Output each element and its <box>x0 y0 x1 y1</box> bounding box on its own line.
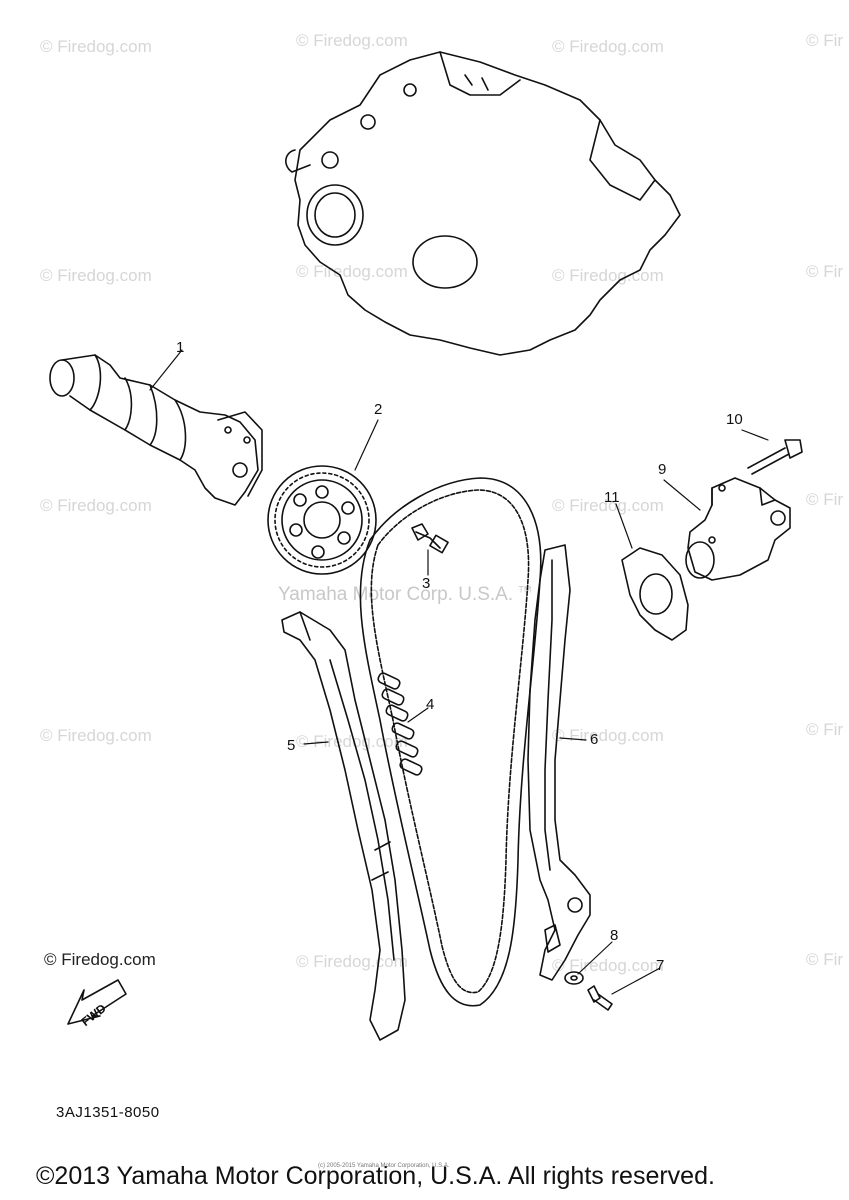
watermark: © Fir <box>806 950 844 969</box>
tensioner-gasket <box>621 547 689 641</box>
watermark: © Firedog.com <box>552 956 664 975</box>
watermark: © Firedog.com <box>296 31 408 50</box>
callout-2: 2 <box>374 401 383 418</box>
forward-arrow-icon <box>67 979 127 1025</box>
callout-5: 5 <box>287 737 296 754</box>
callout-9: 9 <box>658 461 667 478</box>
cam-sprocket <box>267 465 377 575</box>
sprocket-bolt <box>411 523 449 554</box>
chain-guide-intake <box>527 544 591 981</box>
watermark: © Fir <box>806 31 844 50</box>
watermark: © Firedog.com <box>552 726 664 745</box>
tiny-copyright: (c) 2005-2015 Yamaha Motor Corporation, … <box>318 1163 450 1169</box>
callout-8: 8 <box>610 927 619 944</box>
center-watermark-tm: TM <box>518 584 532 595</box>
watermark: © Firedog.com <box>40 266 152 285</box>
watermark: © Firedog.com <box>40 726 152 745</box>
center-watermark-text: Yamaha Motor Corp. U.S.A. <box>278 584 514 605</box>
callout-1: 1 <box>176 339 185 356</box>
watermark: © Firedog.com <box>296 262 408 281</box>
cylinder-head-outline <box>285 51 681 356</box>
watermark: © Firedog.com <box>552 266 664 285</box>
copyright-footer: ©2013 Yamaha Motor Corporation, U.S.A. A… <box>36 1162 715 1190</box>
callout-6: 6 <box>590 731 599 748</box>
chain-link <box>377 672 423 776</box>
part-diagram-code: 3AJ1351-8050 <box>56 1104 160 1121</box>
callout-10: 10 <box>726 411 743 428</box>
watermark: © Firedog.com <box>40 496 152 515</box>
watermark: © Fir <box>806 490 844 509</box>
chain-guide-exhaust <box>281 611 406 1041</box>
firedog-logo-watermark: © Firedog.com <box>44 950 156 969</box>
callout-4: 4 <box>426 696 435 713</box>
cam-chain <box>359 477 542 1007</box>
watermark: © Firedog.com <box>40 37 152 56</box>
leader-lines <box>149 349 769 995</box>
center-watermark: Yamaha Motor Corp. U.S.A. TM <box>278 584 531 606</box>
callout-7: 7 <box>656 957 665 974</box>
watermark: © Firedog.com <box>552 496 664 515</box>
callout-11: 11 <box>604 489 620 506</box>
chain-tensioner <box>685 477 791 581</box>
tensioner-bolt <box>747 439 803 475</box>
watermark: © Fir <box>806 262 844 281</box>
watermark: © Fir <box>806 720 844 739</box>
callout-3: 3 <box>422 575 431 592</box>
washer <box>564 971 584 985</box>
watermark: © Firedog.com <box>552 37 664 56</box>
watermark: © Firedog.com <box>296 732 408 751</box>
camshaft <box>49 354 263 506</box>
guide-bolt <box>587 985 613 1011</box>
